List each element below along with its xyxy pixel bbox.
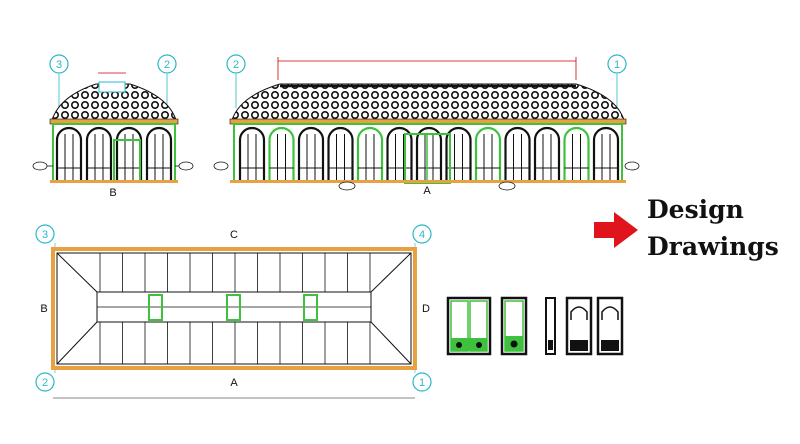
callout-line-2: Drawings <box>647 232 779 261</box>
arched-window <box>592 126 620 180</box>
axis-bubble-2: 2 <box>226 54 246 74</box>
arched-window <box>445 126 472 180</box>
arched-window <box>55 126 83 180</box>
plan-label-top: C <box>230 229 238 241</box>
svg-text:2: 2 <box>233 59 239 71</box>
roof <box>51 83 177 121</box>
roof-plan: 3 4 2 1 C B D A <box>35 224 432 399</box>
arched-window <box>474 126 502 180</box>
arched-window <box>386 126 413 180</box>
svg-text:2: 2 <box>42 377 48 389</box>
svg-text:1: 1 <box>614 59 620 71</box>
svg-text:3: 3 <box>42 229 48 241</box>
arched-window <box>356 126 384 180</box>
plan-label-right: D <box>422 303 430 315</box>
narrow-panel-detail <box>545 297 556 355</box>
arched-window <box>297 126 325 180</box>
svg-text:2: 2 <box>164 59 170 71</box>
front-elevation-label: A <box>423 185 431 197</box>
axis-bubble-3: 3 <box>49 54 69 74</box>
axis-bubble-1: 1 <box>412 372 432 392</box>
base-beam <box>50 180 178 183</box>
arrow-icon <box>594 212 638 248</box>
arched-window <box>145 126 173 180</box>
svg-text:4: 4 <box>419 229 425 241</box>
axis-bubble-4: 4 <box>412 224 432 244</box>
side-elevation: 3 2 B <box>32 54 194 199</box>
hip-line <box>370 321 412 365</box>
detail-elements <box>446 296 624 356</box>
arched-window <box>115 126 143 180</box>
arched-windows <box>238 126 620 180</box>
arched-window <box>533 126 561 180</box>
double-door-detail <box>446 296 492 356</box>
plan-label-left: B <box>40 303 47 315</box>
hip-line <box>56 321 98 365</box>
design-drawings-callout: Design Drawings <box>594 195 779 261</box>
arched-window <box>563 126 590 180</box>
roof <box>231 83 625 121</box>
arched-window-detail <box>565 296 593 356</box>
arched-window <box>504 126 531 180</box>
base-beam <box>230 180 626 183</box>
arched-window-detail <box>596 296 624 356</box>
callout-line-1: Design <box>647 195 744 224</box>
perimeter-frame <box>56 252 412 365</box>
hip-line <box>56 252 98 293</box>
base-marker <box>498 181 516 191</box>
arched-windows <box>55 126 173 180</box>
dimension-line <box>277 57 577 80</box>
elevation-marker-left <box>32 161 53 171</box>
base-marker <box>338 181 356 191</box>
arched-window <box>238 126 266 180</box>
rafters <box>99 253 371 364</box>
roof-vent <box>148 294 163 321</box>
arched-window <box>268 126 295 180</box>
axis-bubble-2: 2 <box>35 372 55 392</box>
arched-window <box>415 126 443 180</box>
roof-lantern <box>98 81 126 93</box>
plan-label-bottom: A <box>230 377 238 389</box>
side-elevation-label: B <box>109 187 116 199</box>
arched-window <box>85 126 113 180</box>
perimeter-beam <box>51 247 417 370</box>
svg-text:3: 3 <box>56 59 62 71</box>
arched-window <box>327 126 354 180</box>
hip-line <box>370 252 412 293</box>
roof-vent <box>226 294 241 321</box>
axis-bubble-2: 2 <box>157 54 177 74</box>
elevation-marker-left <box>213 161 229 171</box>
elevation-marker-right <box>175 161 194 171</box>
front-elevation: 2 1 A <box>213 54 640 197</box>
single-door-detail <box>500 296 528 356</box>
elevation-marker-right <box>624 161 640 171</box>
axis-bubble-3: 3 <box>35 224 55 244</box>
svg-text:1: 1 <box>419 377 425 389</box>
axis-bubble-1: 1 <box>607 54 627 74</box>
roof-vent <box>303 294 318 321</box>
